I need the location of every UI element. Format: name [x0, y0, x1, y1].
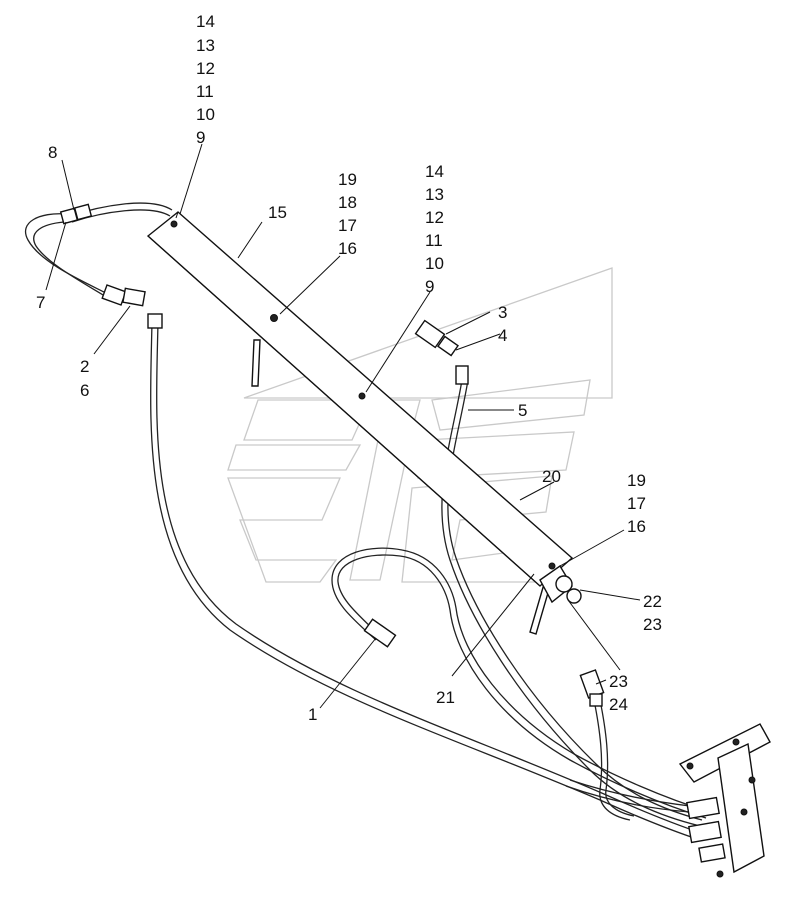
- callout-8: 8: [48, 143, 57, 162]
- fitting-23-upper: [566, 588, 582, 604]
- callout-12-top: 12: [196, 59, 215, 78]
- callout-13-top: 13: [196, 36, 215, 55]
- callout-14-mid: 14: [425, 162, 444, 181]
- callout-18: 18: [338, 193, 357, 212]
- callout-17-mid: 17: [338, 216, 357, 235]
- callout-13-mid: 13: [425, 185, 444, 204]
- hose-long-left: [150, 321, 705, 841]
- callout-12-mid: 12: [425, 208, 444, 227]
- callout-21: 21: [436, 688, 455, 707]
- bar-hole-middle: [270, 314, 278, 322]
- callout-15: 15: [268, 203, 287, 222]
- callout-16-mid: 16: [338, 239, 357, 258]
- steel-bar-15: [146, 211, 574, 587]
- hose-24: [565, 699, 691, 821]
- callout-labels: 14 13 12 11 10 9 8 7 2 6 15 19 18 17 16 …: [36, 12, 662, 724]
- fitting-left-down: [147, 313, 163, 329]
- callout-16-right: 16: [627, 517, 646, 536]
- callout-24: 24: [609, 695, 628, 714]
- fitting-2-6: [101, 284, 163, 329]
- callout-20: 20: [542, 467, 561, 486]
- bar-hole-lower: [358, 392, 366, 400]
- hose-1-loop: [331, 547, 711, 819]
- callout-6: 6: [80, 381, 89, 400]
- callout-22: 22: [643, 592, 662, 611]
- fitting-1: [363, 618, 397, 648]
- callout-17-right: 17: [627, 494, 646, 513]
- callout-14-top: 14: [196, 12, 215, 31]
- callout-3: 3: [498, 303, 507, 322]
- callout-1: 1: [308, 705, 317, 724]
- callout-10-mid: 10: [425, 254, 444, 273]
- callout-2: 2: [80, 357, 89, 376]
- fitting-3-4: [414, 319, 469, 385]
- callout-9-mid: 9: [425, 277, 434, 296]
- fitting-7-8: [59, 203, 93, 225]
- bar-hole-upper: [170, 220, 178, 228]
- fitting-23-24-lower: [579, 669, 605, 707]
- leader-lines: [45, 143, 641, 709]
- bar-hole-end: [548, 562, 556, 570]
- valve-block: [678, 723, 771, 878]
- callout-11-top: 11: [196, 82, 214, 101]
- callout-23-lower: 23: [609, 672, 628, 691]
- callout-7: 7: [36, 293, 45, 312]
- callout-19-right: 19: [627, 471, 646, 490]
- end-bracket: [539, 564, 582, 604]
- fitting-22: [555, 575, 573, 593]
- callout-11-mid: 11: [425, 231, 443, 250]
- bolt-left: [251, 339, 261, 387]
- callout-9-top: 9: [196, 128, 205, 147]
- callout-10-top: 10: [196, 105, 215, 124]
- fitting-5-end: [455, 365, 469, 385]
- callout-23-right: 23: [643, 615, 662, 634]
- callout-5: 5: [518, 401, 527, 420]
- callout-19-mid: 19: [338, 170, 357, 189]
- callout-4: 4: [498, 326, 507, 345]
